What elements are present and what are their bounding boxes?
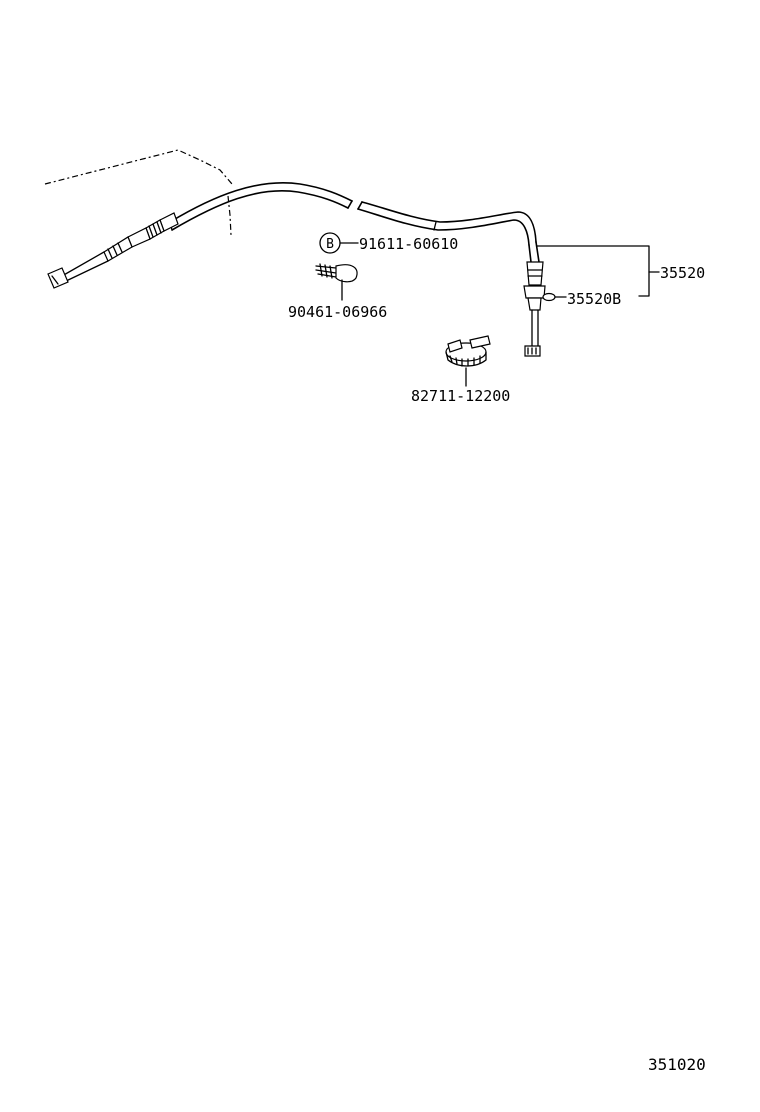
part-number-35520b: 35520B (567, 290, 621, 308)
part-number-clip: 90461-06966 (288, 303, 387, 321)
left-cable-end (47, 212, 179, 289)
body-reference-outline (44, 149, 233, 236)
clip-part (315, 263, 358, 283)
bolt-marker: B (319, 232, 341, 254)
part-number-bolt: 91611-60610 (359, 235, 458, 253)
part-number-35520: 35520 (660, 264, 705, 282)
figure-number: 351020 (648, 1055, 706, 1074)
main-cable (169, 182, 540, 263)
bolt-marker-letter: B (326, 237, 334, 252)
right-cable-end (523, 261, 556, 357)
leader-lines (339, 242, 660, 387)
part-number-clamp: 82711-12200 (411, 387, 510, 405)
clamp-part (445, 335, 491, 367)
